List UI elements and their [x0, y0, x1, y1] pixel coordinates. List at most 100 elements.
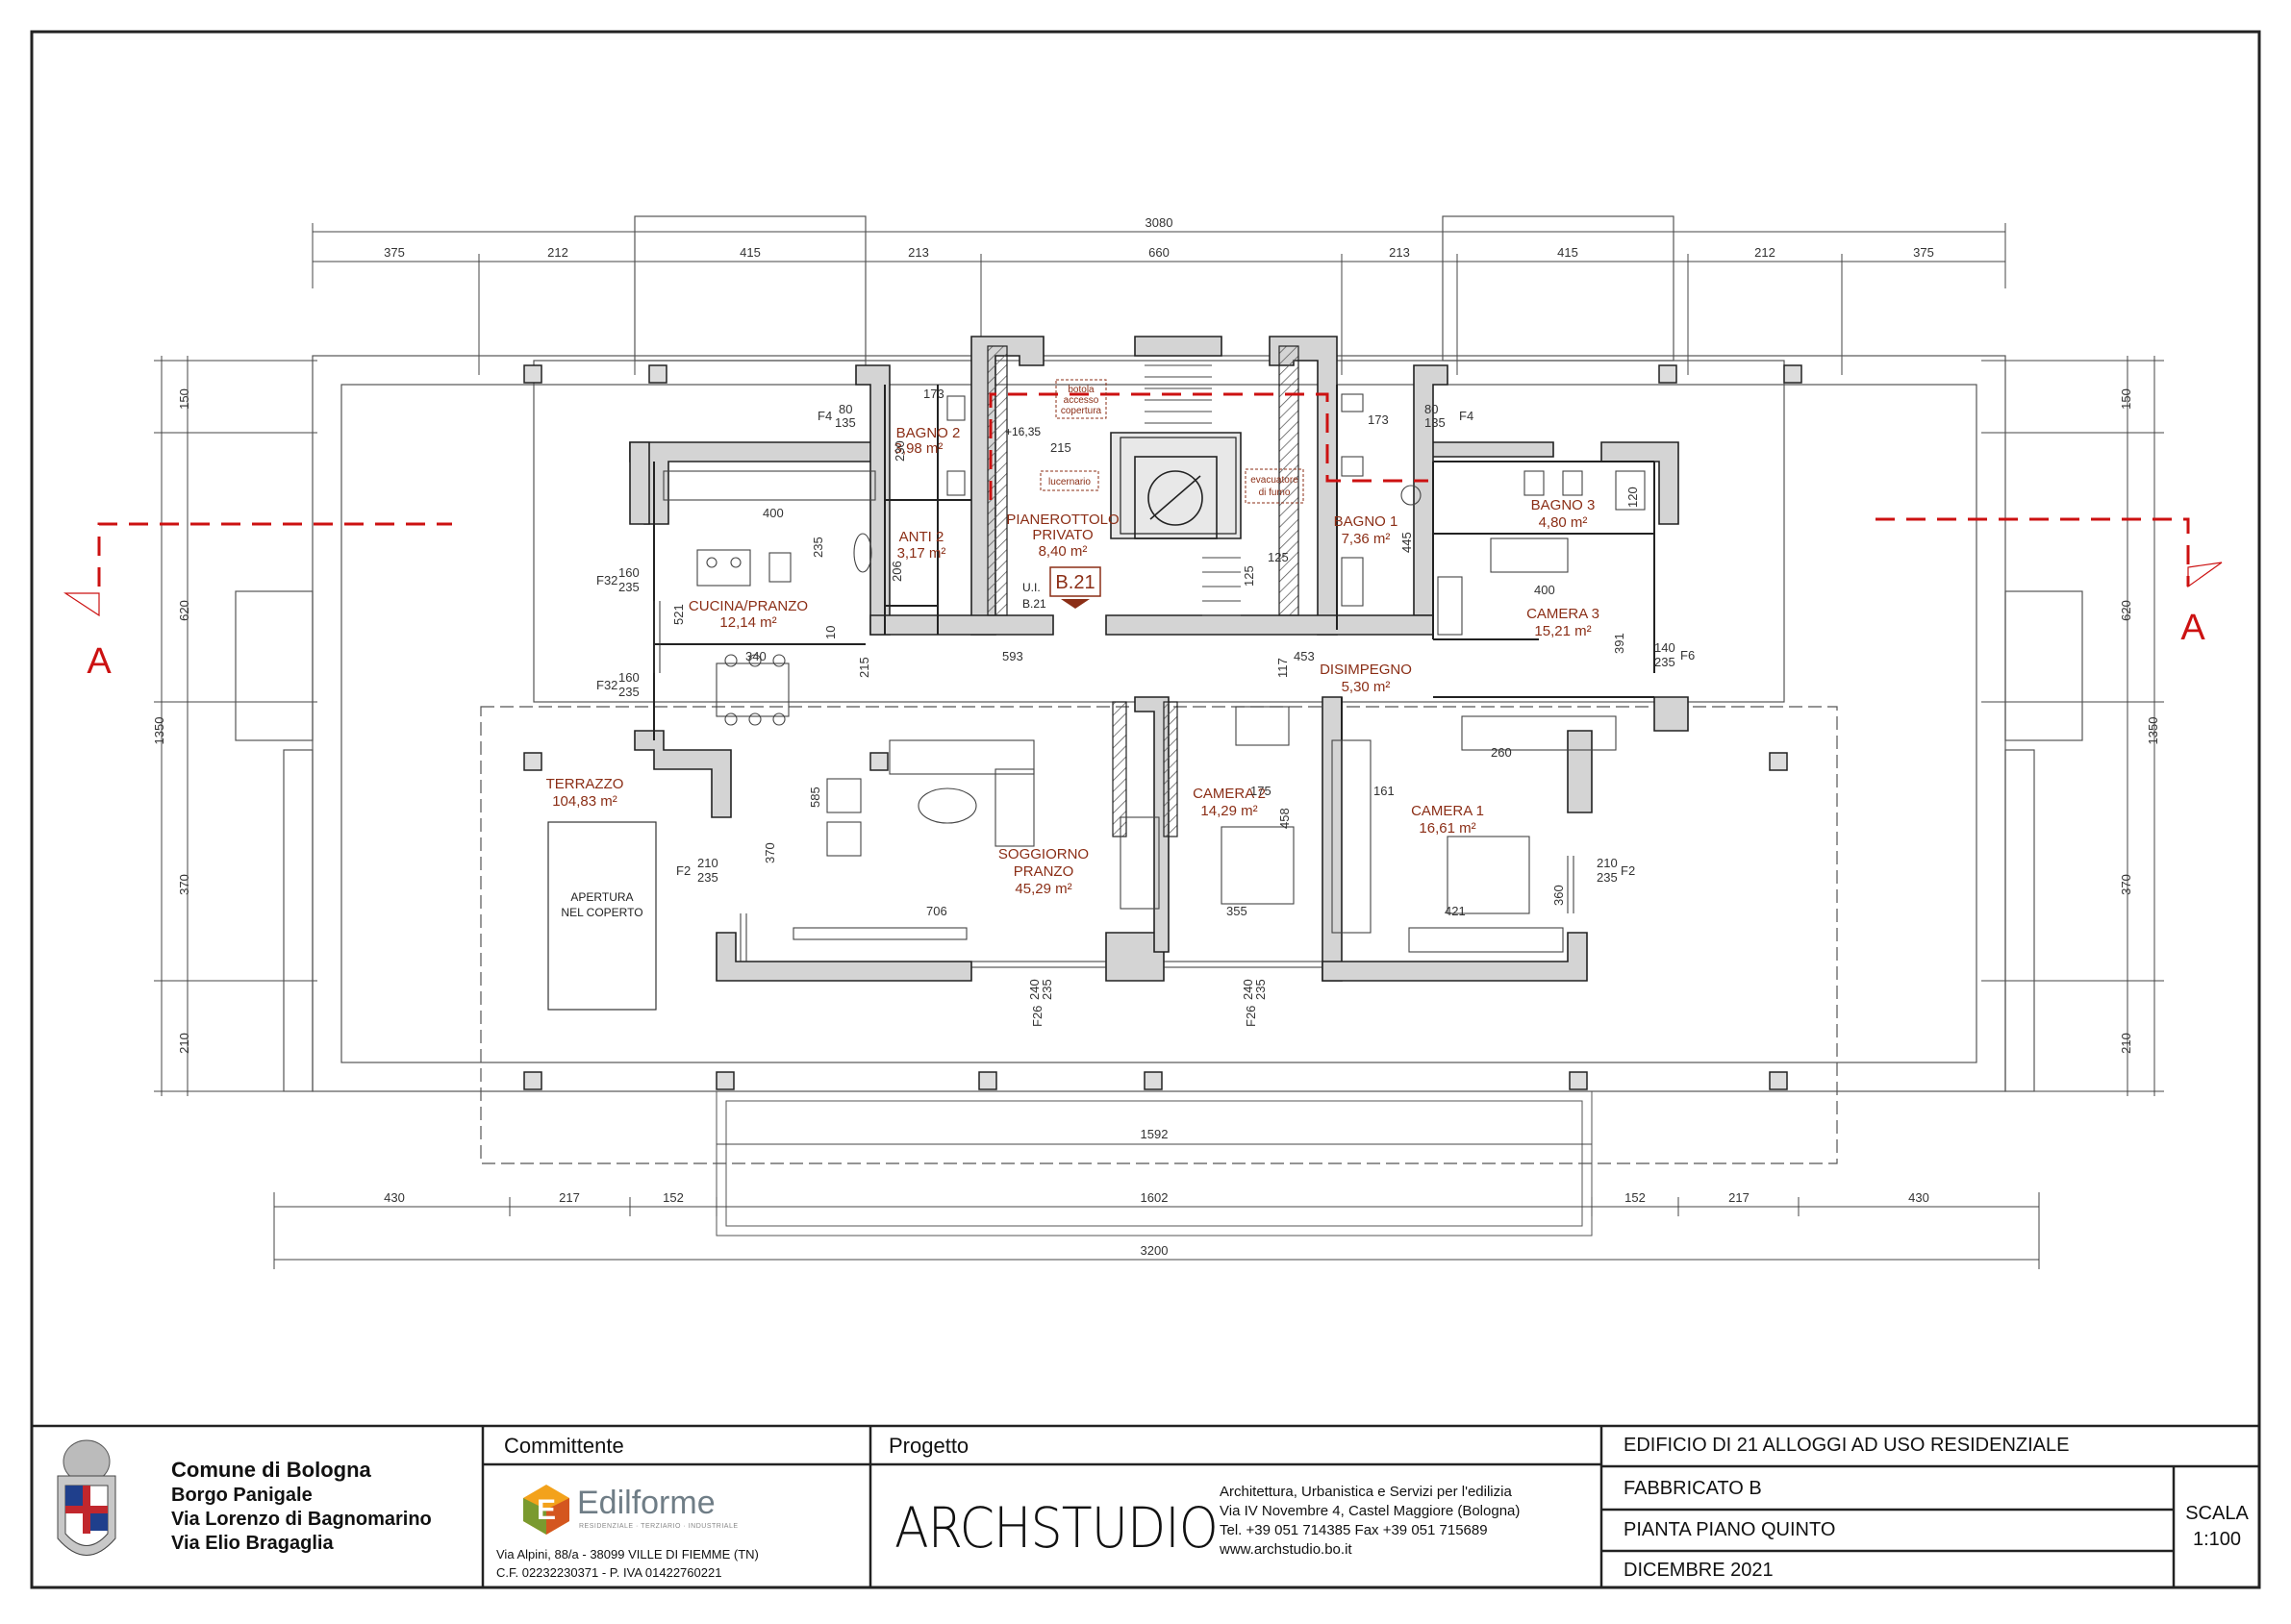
room-name-camera-1: CAMERA 1 [1411, 803, 1484, 819]
unit-label: U.I. [1022, 581, 1041, 594]
client-line-1: Comune di Bologna [171, 1458, 371, 1482]
dim-left-4: 370 [177, 874, 191, 895]
dim-125: 125 [1268, 550, 1289, 564]
progetto-line-1: Architettura, Urbanistica e Servizi per … [1220, 1484, 1512, 1500]
dim-right-1: 150 [2119, 388, 2133, 410]
dim-445: 445 [1399, 532, 1414, 553]
title-block-grid [32, 1424, 2259, 1587]
dim-left-2: 620 [177, 600, 191, 621]
note-apertura-1: APERTURA [570, 890, 633, 904]
dim-top-5: 660 [1148, 245, 1170, 260]
room-area-soggiorno: 45,29 m² [1015, 881, 1071, 897]
win-f26-a-h: 235 [1040, 979, 1054, 1000]
elevation-mark: +16,35 [1005, 425, 1041, 438]
dim-215b: 215 [857, 657, 871, 678]
plan-notes: botola accesso copertura lucernario evac… [547, 379, 1304, 1011]
right-side-dims: 150 620 1350 370 210 [2119, 388, 2160, 1054]
dim-bottom-6: 217 [1728, 1190, 1750, 1205]
dim-overall-top: 3080 [1146, 215, 1173, 230]
progetto-info: Architettura, Urbanistica e Servizi per … [1220, 1483, 1520, 1560]
win-f26-b-w: 240 [1241, 979, 1255, 1000]
furniture [663, 393, 1646, 953]
win-f4-right: F4 [1459, 409, 1473, 423]
left-side-dims: 150 620 1350 370 210 [152, 388, 191, 1054]
dim-bottom-1: 430 [384, 1190, 405, 1205]
dim-top-4: 213 [908, 245, 929, 260]
win-f26-b: F26 [1244, 1006, 1258, 1027]
win-f32-b-w: 160 [618, 670, 640, 685]
dim-bottom-3: 152 [663, 1190, 684, 1205]
dim-453: 453 [1294, 649, 1315, 663]
win-f4-right-w: 80 [1424, 402, 1438, 416]
client-line-2: Borgo Panigale [171, 1485, 313, 1506]
lift-shaft-symbol [1134, 456, 1218, 539]
win-f32-b-h: 235 [618, 685, 640, 699]
edilforme-tag: RESIDENZIALE · TERZIARIO · INDUSTRIALE [579, 1523, 739, 1530]
room-name-soggiorno-2: PRANZO [1014, 863, 1074, 880]
win-f32-a-h: 235 [618, 580, 640, 594]
win-f32-a: F32 [596, 573, 617, 587]
dim-173a: 173 [923, 387, 944, 401]
dim-206: 206 [890, 561, 904, 582]
progetto-line-2: Via IV Novembre 4, Castel Maggiore (Bolo… [1220, 1503, 1521, 1519]
window-tags: F4 80 135 F4 80 135 F32 160 235 F32 160 … [596, 402, 1695, 1027]
dim-117: 117 [1275, 658, 1290, 678]
dim-bottom-7: 430 [1908, 1190, 1929, 1205]
room-name-soggiorno-1: SOGGIORNO [998, 846, 1089, 862]
room-area-anti-2: 3,17 m² [897, 545, 946, 562]
win-f6-h: 235 [1654, 655, 1675, 669]
inner-dimensions: 173 173 215 230 400 235 206 521 340 215 … [671, 387, 1640, 918]
win-f4-left-w: 80 [839, 402, 852, 416]
dim-top-6: 213 [1389, 245, 1410, 260]
room-area-bagno-2: 3,98 m² [894, 440, 944, 457]
section-cut-line [97, 392, 2190, 587]
dim-bottom-inner: 1592 [1141, 1127, 1169, 1141]
project-building: FABBRICATO B [1624, 1478, 1762, 1499]
room-name-bagno-1: BAGNO 1 [1334, 513, 1398, 530]
dim-421: 421 [1445, 904, 1466, 918]
committente-heading: Committente [504, 1434, 624, 1458]
section-marker-left: A [87, 641, 112, 682]
comune-coat-of-arms [38, 1433, 135, 1582]
dim-360: 360 [1551, 885, 1566, 906]
win-f32-a-w: 160 [618, 565, 640, 580]
svg-text:E: E [537, 1494, 556, 1526]
project-title: EDIFICIO DI 21 ALLOGGI AD USO RESIDENZIA… [1624, 1435, 2070, 1456]
dim-right-2: 620 [2119, 600, 2133, 621]
scale-value: 1:100 [2192, 1529, 2242, 1550]
dim-10: 10 [823, 626, 838, 639]
dim-593: 593 [1002, 649, 1023, 663]
win-f26-b-h: 235 [1253, 979, 1268, 1000]
room-name-disimpegno: DISIMPEGNO [1320, 662, 1412, 678]
win-f26-a-w: 240 [1027, 979, 1042, 1000]
dim-125b: 125 [1242, 565, 1256, 587]
win-f2-right: F2 [1621, 863, 1635, 878]
note-botola-3: copertura [1061, 406, 1102, 416]
client-line-4: Via Elio Bragaglia [171, 1533, 334, 1554]
room-labels: BAGNO 2 3,98 m² ANTI 2 3,17 m² CUCINA/PR… [546, 425, 1599, 897]
project-sheet: PIANTA PIANO QUINTO [1624, 1519, 1836, 1540]
dim-left-5: 210 [177, 1033, 191, 1054]
client-area: Comune di Bologna Borgo Panigale Via Lor… [171, 1458, 432, 1555]
room-name-terrazzo: TERRAZZO [546, 776, 624, 792]
dim-left-1: 150 [177, 388, 191, 410]
dim-bottom-overall: 3200 [1141, 1243, 1169, 1258]
lower-balcony [716, 1090, 1593, 1237]
dim-585: 585 [808, 787, 822, 808]
dim-bottom-4: 1602 [1141, 1190, 1169, 1205]
dim-top-9: 375 [1913, 245, 1934, 260]
top-dim-segments: 375 212 415 213 660 213 415 212 375 [384, 245, 1934, 260]
room-name-bagno-2: BAGNO 2 [896, 425, 961, 441]
edilforme-logo-icon: E [523, 1485, 569, 1535]
room-name-cucina: CUCINA/PRANZO [689, 598, 808, 614]
room-area-bagno-3: 4,80 m² [1539, 514, 1588, 531]
dim-400b: 400 [1534, 583, 1555, 597]
dim-458: 458 [1277, 808, 1292, 829]
dim-right-3: 1350 [2146, 717, 2160, 745]
win-f4-left: F4 [818, 409, 832, 423]
room-name-camera-3: CAMERA 3 [1526, 606, 1599, 622]
committente-fiscal: C.F. 02232230371 - P. IVA 01422760221 [496, 1565, 722, 1580]
win-f32-b: F32 [596, 678, 617, 692]
room-area-terrazzo: 104,83 m² [552, 793, 617, 810]
dim-706: 706 [926, 904, 947, 918]
